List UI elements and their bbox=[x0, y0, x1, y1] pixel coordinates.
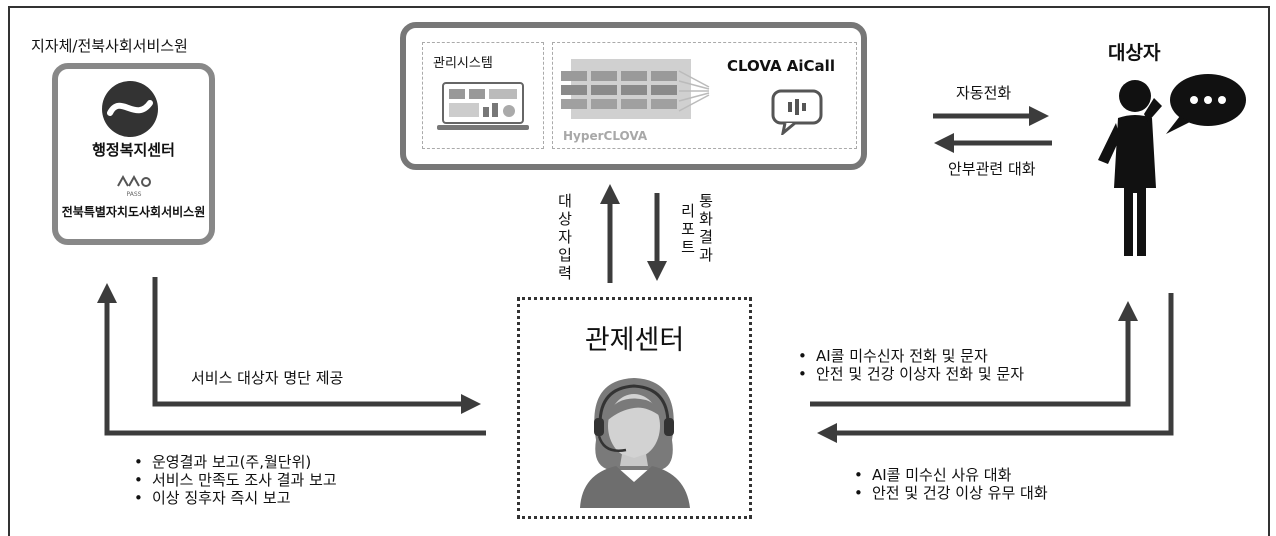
report-label: 리포트 bbox=[681, 202, 695, 256]
target-to-center-arrow bbox=[817, 293, 1174, 443]
control-center-title: 관제센터 bbox=[584, 325, 685, 356]
center-to-target-arrow bbox=[810, 301, 1138, 407]
welfare-center-box: 행정복지센터 PASS 전북특별자치도사회서비스원 bbox=[52, 63, 215, 245]
mgmt-system-label: 관리시스템 bbox=[433, 56, 493, 71]
auto-call-label: 자동전화 bbox=[956, 84, 1012, 102]
list-item: 이상 징후자 즉시 보고 bbox=[130, 489, 337, 507]
diagram-frame bbox=[8, 6, 1270, 536]
mgmt-system-panel: 관리시스템 bbox=[422, 42, 544, 149]
system-box: 관리시스템 HyperCLOVA CLOVA AiCall bbox=[400, 22, 867, 170]
service-list-arrow bbox=[152, 277, 481, 414]
target-title: 대상자 bbox=[1108, 42, 1161, 64]
target-input-label: 대상자입력 bbox=[558, 192, 572, 282]
safety-talk-label: 안부관련 대화 bbox=[948, 160, 1036, 178]
server-stack-icon bbox=[561, 59, 710, 119]
list-item: 안전 및 건강 이상자 전화 및 문자 bbox=[794, 365, 1024, 383]
call-result-label: 통화결과 bbox=[699, 192, 713, 264]
person-phone-icon bbox=[1098, 74, 1246, 256]
laptop-icon bbox=[437, 82, 529, 130]
center-to-target-list: AI콜 미수신자 전화 및 문자 안전 및 건강 이상자 전화 및 문자 bbox=[794, 347, 1024, 383]
report-to-welfare-arrow bbox=[97, 283, 486, 436]
service-list-label: 서비스 대상자 명단 제공 bbox=[191, 369, 344, 387]
hyperclova-label: HyperCLOVA bbox=[563, 129, 648, 143]
list-item: AI콜 미수신자 전화 및 문자 bbox=[794, 347, 1024, 365]
list-item: AI콜 미수신 사유 대화 bbox=[850, 466, 1048, 484]
list-item: 서비스 만족도 조사 결과 보고 bbox=[130, 471, 337, 489]
institute-name: 전북특별자치도사회서비스원 bbox=[61, 205, 206, 219]
pass-logo-icon: PASS bbox=[114, 173, 154, 198]
list-item: 운영결과 보고(주,월단위) bbox=[130, 453, 337, 471]
target-to-center-list: AI콜 미수신 사유 대화 안전 및 건강 이상 유무 대화 bbox=[850, 466, 1048, 502]
speech-bubble-icon bbox=[771, 89, 823, 135]
pass-logo-text: PASS bbox=[126, 191, 142, 198]
hyperclova-panel: HyperCLOVA CLOVA AiCall bbox=[552, 42, 857, 149]
list-item: 안전 및 건강 이상 유무 대화 bbox=[850, 484, 1048, 502]
welfare-org-name: 행정복지센터 bbox=[92, 141, 175, 159]
operator-headset-icon bbox=[580, 378, 690, 508]
control-center-box: 관제센터 bbox=[517, 297, 752, 519]
welfare-report-list: 운영결과 보고(주,월단위) 서비스 만족도 조사 결과 보고 이상 징후자 즉… bbox=[130, 453, 337, 507]
stroke-s-logo-icon bbox=[102, 81, 158, 137]
welfare-caption: 지자체/전북사회서비스원 bbox=[31, 37, 188, 55]
aicall-label: CLOVA AiCall bbox=[727, 57, 835, 75]
